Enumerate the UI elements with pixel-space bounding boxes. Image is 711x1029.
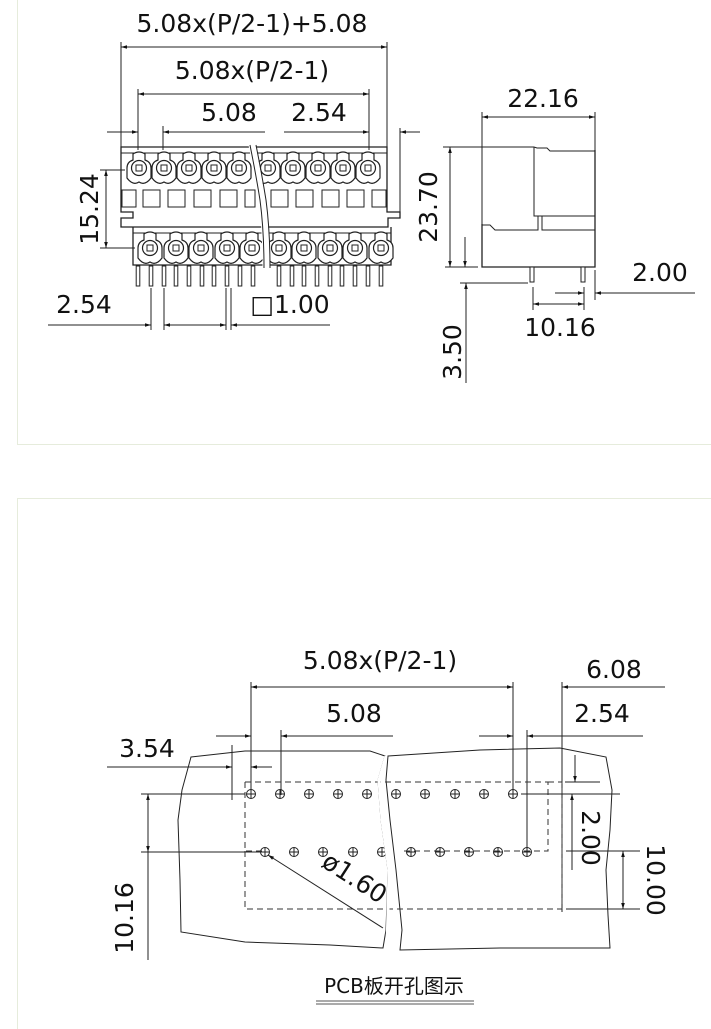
dim-offset: 2.54	[291, 98, 347, 127]
dim-overall-width: 5.08x(P/2-1)+5.08	[137, 9, 368, 38]
pins	[135, 265, 384, 287]
pcb-dim-right-offset: 2.54	[574, 699, 630, 728]
pcb-dim-left-offset: 3.54	[119, 734, 175, 763]
pcb-dim-pitch-span: 5.08x(P/2-1)	[303, 646, 457, 675]
dim-pin-edge-offset: 2.00	[632, 258, 688, 287]
pcb-dim-edge-offset: 2.00	[576, 810, 605, 866]
pcb-layout: 5.08x(P/2-1) 5.08 3.54 6.08 2.54	[107, 646, 670, 1005]
pcb-layout-panel	[17, 498, 711, 1029]
pcb-dim-right-outer: 6.08	[586, 655, 642, 684]
pcb-caption: PCB板开孔图示	[324, 974, 464, 998]
hole-row-2	[260, 847, 532, 857]
dim-pin-offset: 2.54	[56, 290, 112, 319]
pcb-dim-pitch: 5.08	[326, 699, 382, 728]
dim-pin-length: 3.50	[438, 324, 467, 380]
dim-pitch-span: 5.08x(P/2-1)	[175, 56, 329, 85]
front-view: 5.08x(P/2-1)+5.08 5.08x(P/2-1) 5.08 2.54	[48, 9, 420, 330]
pcb-dim-outline-height: 10.00	[641, 844, 670, 916]
pcb-dim-row-spacing: 10.16	[110, 882, 139, 954]
dim-height: 23.70	[414, 171, 443, 243]
dim-pitch: 5.08	[201, 98, 257, 127]
side-view: 22.16 23.70 3.50 10.16 2.00	[414, 84, 695, 383]
dim-pin-spacing: 10.16	[524, 313, 596, 342]
dim-depth: 22.16	[507, 84, 579, 113]
dim-pin-size: □1.00	[250, 290, 329, 319]
dim-row-height: 15.24	[75, 173, 104, 245]
hole-row-1	[246, 789, 518, 799]
